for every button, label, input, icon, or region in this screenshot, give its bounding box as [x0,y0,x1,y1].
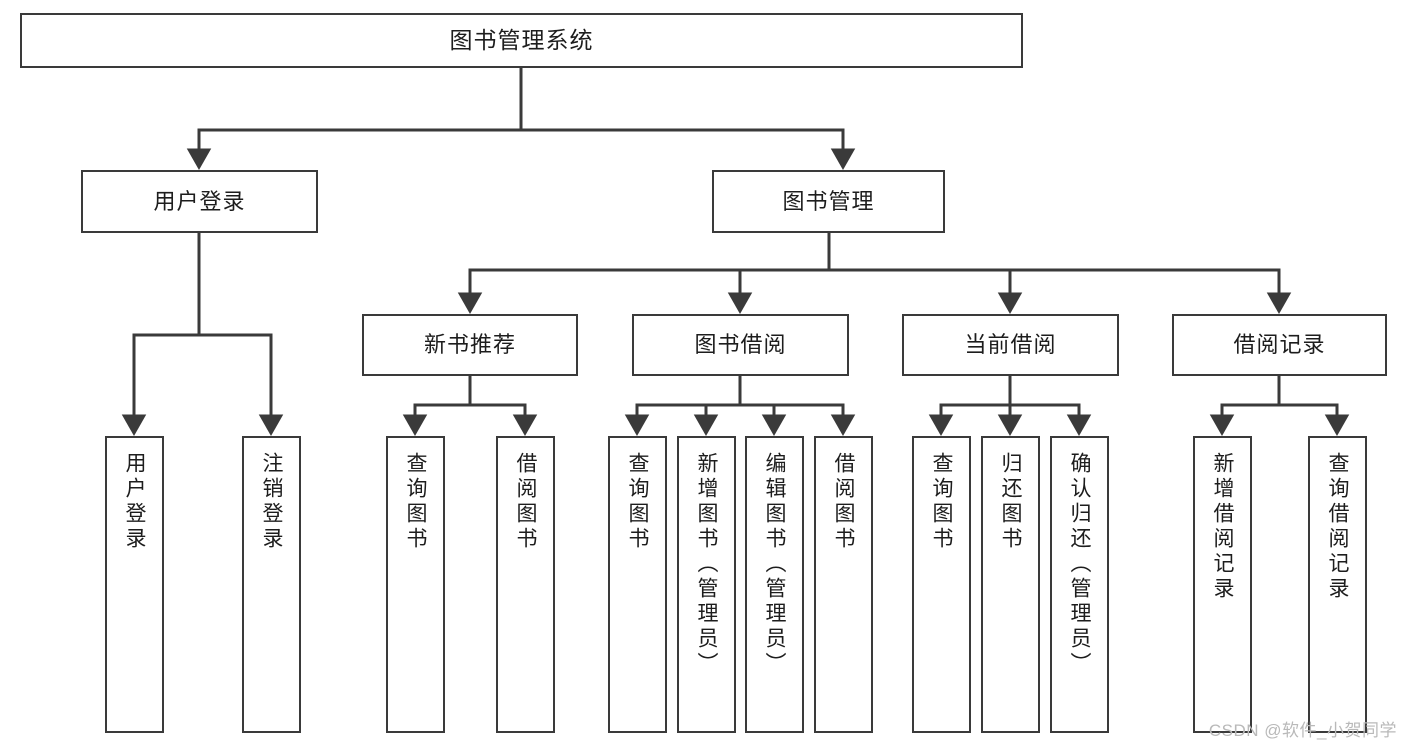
node-root-label: 图书管理系统 [449,27,594,54]
leaf-borrow-query-book-label: 查询图书 [626,452,649,552]
node-new-book-recommend-label: 新书推荐 [423,332,516,358]
leaf-current-return-book-label: 归还图书 [999,452,1022,552]
leaf-current-query-book-label: 查询图书 [930,452,953,552]
leaf-recommend-borrow-book-label: 借阅图书 [514,452,537,552]
node-new-book-recommend[interactable]: 新书推荐 [362,314,578,376]
leaf-record-query[interactable]: 查询借阅记录 [1308,436,1367,733]
node-user-login-label: 用户登录 [153,188,246,214]
leaf-record-add[interactable]: 新增借阅记录 [1193,436,1252,733]
leaf-record-query-label: 查询借阅记录 [1326,452,1349,602]
leaf-recommend-query-book[interactable]: 查询图书 [386,436,445,733]
leaf-recommend-borrow-book[interactable]: 借阅图书 [496,436,555,733]
node-book-manage-label: 图书管理 [782,188,875,214]
node-borrow-record-label: 借阅记录 [1233,332,1326,358]
leaf-logout[interactable]: 注销登录 [242,436,301,733]
leaf-user-login-label: 用户登录 [123,452,146,552]
node-book-borrow[interactable]: 图书借阅 [632,314,849,376]
leaf-borrow-add-book-label: 新增图书（管理员） [695,452,718,677]
leaf-user-login[interactable]: 用户登录 [105,436,164,733]
leaf-borrow-edit-book-label: 编辑图书（管理员） [763,452,786,677]
node-root[interactable]: 图书管理系统 [20,13,1023,68]
node-current-borrow-label: 当前借阅 [964,332,1057,358]
node-book-manage[interactable]: 图书管理 [712,170,945,233]
leaf-current-confirm-return-label: 确认归还（管理员） [1068,452,1091,677]
leaf-recommend-query-book-label: 查询图书 [404,452,427,552]
leaf-current-return-book[interactable]: 归还图书 [981,436,1040,733]
leaf-borrow-do-borrow[interactable]: 借阅图书 [814,436,873,733]
leaf-logout-label: 注销登录 [260,452,283,552]
node-current-borrow[interactable]: 当前借阅 [902,314,1119,376]
node-book-borrow-label: 图书借阅 [694,332,787,358]
leaf-borrow-do-borrow-label: 借阅图书 [832,452,855,552]
leaf-current-query-book[interactable]: 查询图书 [912,436,971,733]
leaf-borrow-add-book[interactable]: 新增图书（管理员） [677,436,736,733]
node-borrow-record[interactable]: 借阅记录 [1172,314,1387,376]
leaf-record-add-label: 新增借阅记录 [1211,452,1234,602]
leaf-borrow-query-book[interactable]: 查询图书 [608,436,667,733]
leaf-borrow-edit-book[interactable]: 编辑图书（管理员） [745,436,804,733]
node-user-login[interactable]: 用户登录 [81,170,318,233]
leaf-current-confirm-return[interactable]: 确认归还（管理员） [1050,436,1109,733]
